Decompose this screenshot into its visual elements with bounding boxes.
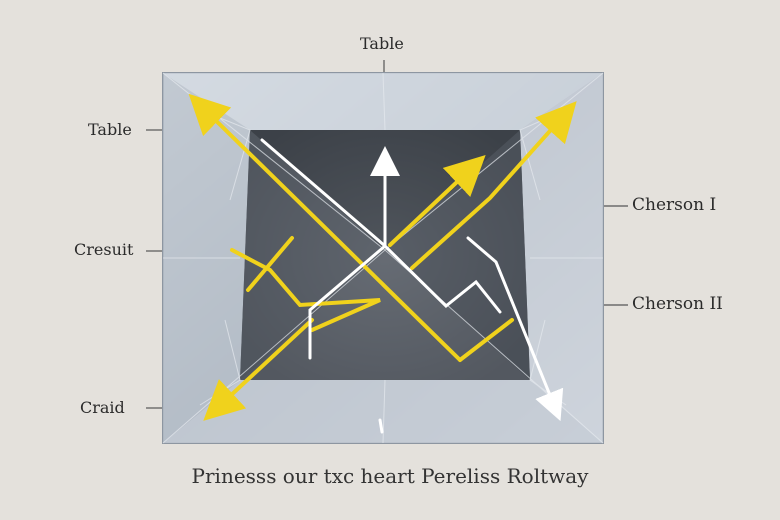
diagram-caption: Prinesss our txc heart Pereliss Roltway (191, 464, 589, 488)
label-left-table: Table (88, 120, 132, 139)
princess-diamond (162, 72, 604, 444)
label-cherson-i: Cherson I (632, 195, 717, 215)
white-light-paths (260, 138, 564, 434)
leader-lines (146, 60, 628, 409)
label-craid: Craid (80, 398, 125, 417)
yellow-light-paths (188, 93, 577, 421)
label-top-table: Table (360, 34, 404, 53)
label-cherson-ii: Cherson II (632, 294, 723, 314)
label-cresuit: Cresuit (74, 240, 134, 259)
